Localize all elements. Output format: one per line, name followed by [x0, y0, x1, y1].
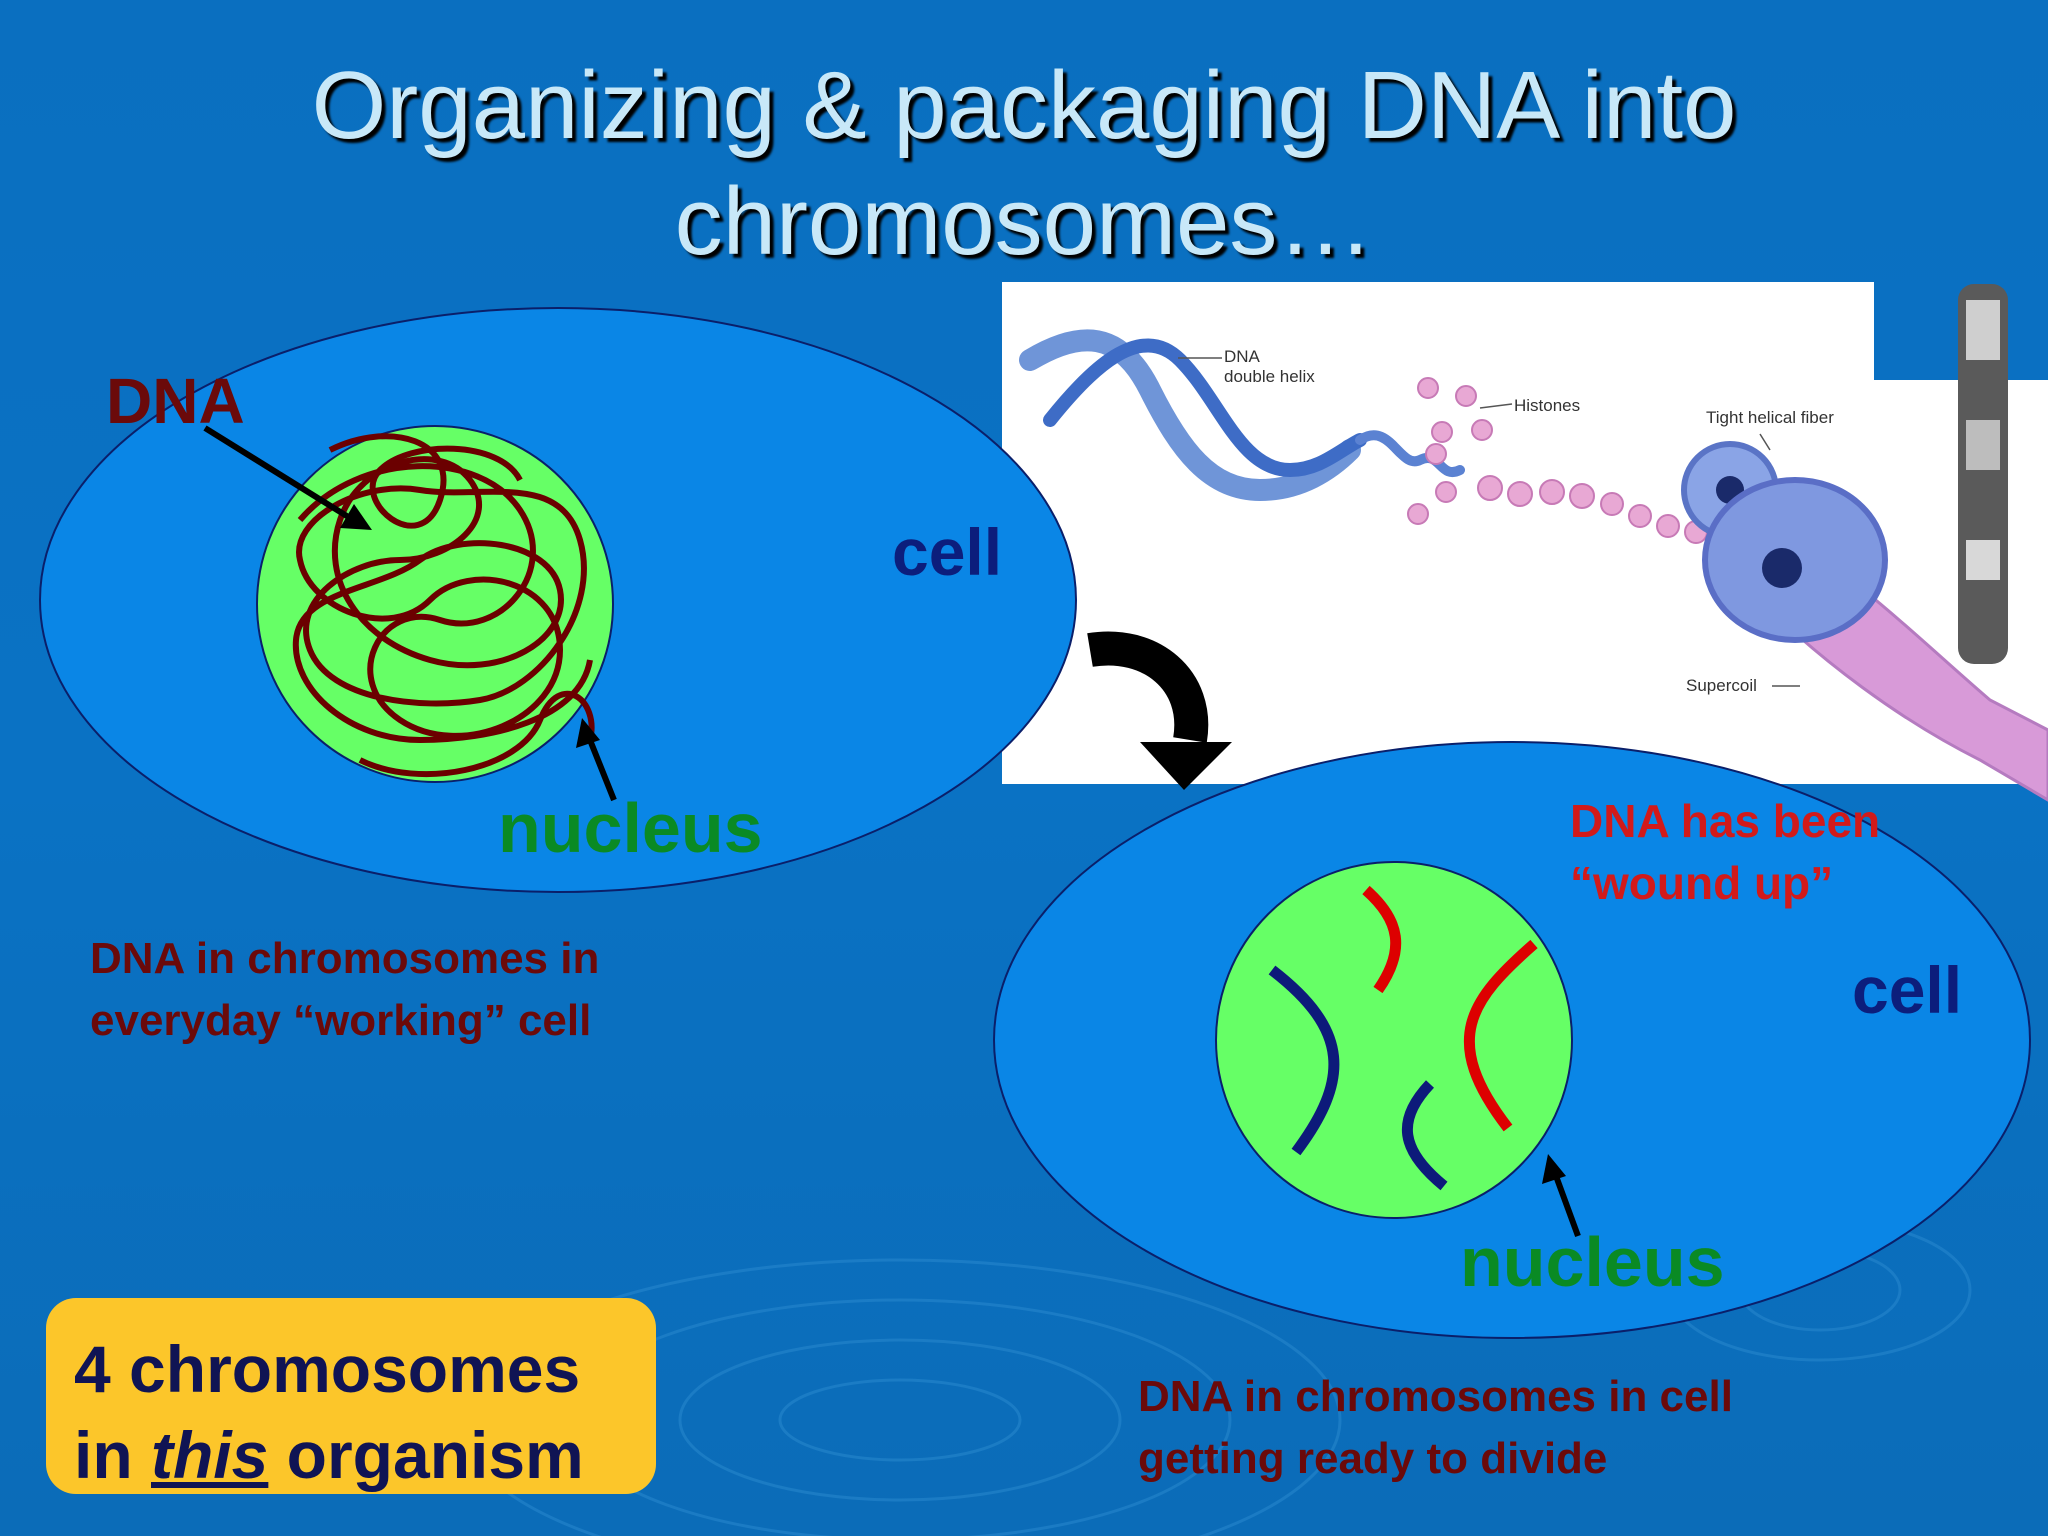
title-line-2: chromosomes…	[674, 168, 1374, 275]
right-caption: DNA in chromosomes in cell getting ready…	[1138, 1372, 1733, 1483]
dna-double-helix	[1019, 329, 1465, 502]
histone-beads	[1407, 377, 1733, 547]
tight-helical-fiber-label: Tight helical fiber	[1706, 408, 1834, 427]
title-line-1: Organizing & packaging DNA into	[311, 52, 1737, 159]
left-caption: DNA in chromosomes in everyday “working”…	[90, 934, 600, 1045]
slide-title: Organizing & packaging DNA into chromoso…	[0, 48, 2048, 280]
cell-label: cell	[892, 515, 1003, 589]
wound-up-note: DNA has been “wound up”	[1570, 795, 1881, 909]
dna-label: DNA	[106, 365, 245, 437]
supercoil-label: Supercoil	[1686, 676, 1757, 695]
chromosome	[1362, 885, 1402, 994]
chromosome	[1463, 939, 1538, 1132]
nucleus	[1215, 861, 1573, 1219]
callout-line-1: 4 chromosomes	[74, 1332, 581, 1406]
chromosome-count-callout: 4 chromosomes in this organism	[46, 1298, 656, 1494]
nucleus-label: nucleus	[1460, 1223, 1725, 1301]
chromosome-photo	[1958, 284, 2008, 664]
nucleus-label: nucleus	[498, 789, 763, 867]
dna-helix-label: DNA double helix	[1224, 347, 1315, 386]
nucleus-pointer-arrow	[1553, 1174, 1581, 1238]
supercoil	[1702, 477, 2048, 802]
cell-label: cell	[1852, 953, 1963, 1027]
chromosome	[1268, 965, 1340, 1156]
dna-pointer-arrow	[203, 425, 352, 521]
dna-tangle	[292, 456, 593, 743]
figure-leader-lines	[1178, 357, 1800, 687]
chromosome	[1401, 1080, 1448, 1191]
histones-label: Histones	[1514, 396, 1581, 415]
curved-transition-arrow	[1087, 631, 1232, 790]
nucleus-pointer-arrow	[587, 738, 617, 802]
emphasis-this: this	[151, 1418, 269, 1492]
callout-line-2: in this organism	[74, 1418, 584, 1492]
